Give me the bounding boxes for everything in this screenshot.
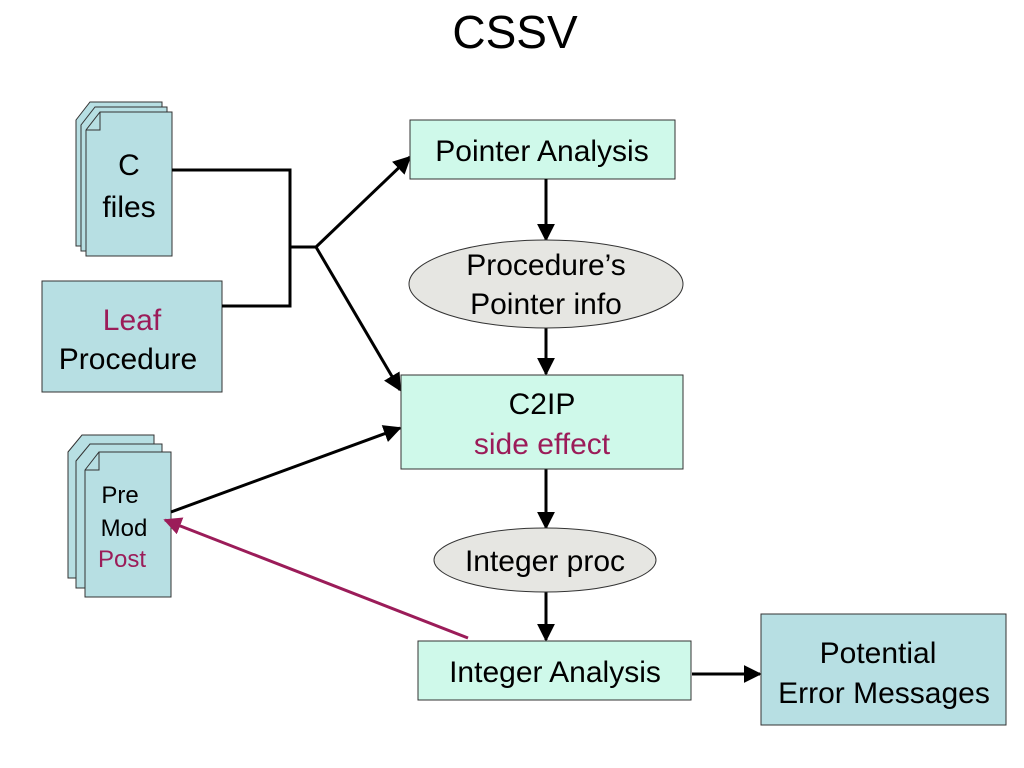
integer-analysis-label: Integer Analysis bbox=[449, 656, 661, 689]
error-messages-label: Error Messages bbox=[778, 677, 990, 710]
c2ip-label: C2IP bbox=[509, 388, 576, 421]
pointer-analysis-label: Pointer Analysis bbox=[435, 135, 648, 168]
pre-mod-post-node: Pre Mod Post bbox=[67, 434, 172, 598]
integer-proc-node: Integer proc bbox=[433, 527, 657, 593]
c-files-label-2: files bbox=[102, 191, 155, 224]
c-files-node: C files bbox=[75, 101, 173, 257]
input-connectors bbox=[170, 155, 412, 514]
integer-proc-label: Integer proc bbox=[465, 545, 625, 578]
feedback-arrow bbox=[163, 517, 469, 640]
pre-label: Pre bbox=[101, 482, 138, 509]
procedure-label: Procedure bbox=[59, 343, 197, 376]
c-files-label-1: C bbox=[118, 149, 140, 182]
potential-error-messages-node: Potential Error Messages bbox=[760, 613, 1007, 726]
document-stack-icon bbox=[75, 101, 173, 257]
slide-title: CSSV bbox=[452, 6, 578, 58]
procedures-pointer-info-node: Procedure’s Pointer info bbox=[408, 239, 684, 329]
pointer-analysis-node: Pointer Analysis bbox=[409, 119, 676, 180]
leaf-label: Leaf bbox=[103, 304, 162, 337]
procedures-label: Procedure’s bbox=[466, 249, 626, 282]
post-label: Post bbox=[98, 546, 146, 573]
mod-label: Mod bbox=[101, 515, 148, 542]
potential-label: Potential bbox=[820, 637, 937, 670]
c2ip-node: C2IP side effect bbox=[400, 374, 684, 470]
side-effect-label: side effect bbox=[474, 428, 611, 461]
document-stack-icon bbox=[67, 434, 172, 598]
integer-analysis-node: Integer Analysis bbox=[417, 640, 692, 701]
main-flow-arrows bbox=[537, 179, 762, 683]
leaf-procedure-node: Leaf Procedure bbox=[41, 280, 223, 393]
pointer-info-label: Pointer info bbox=[470, 288, 622, 321]
